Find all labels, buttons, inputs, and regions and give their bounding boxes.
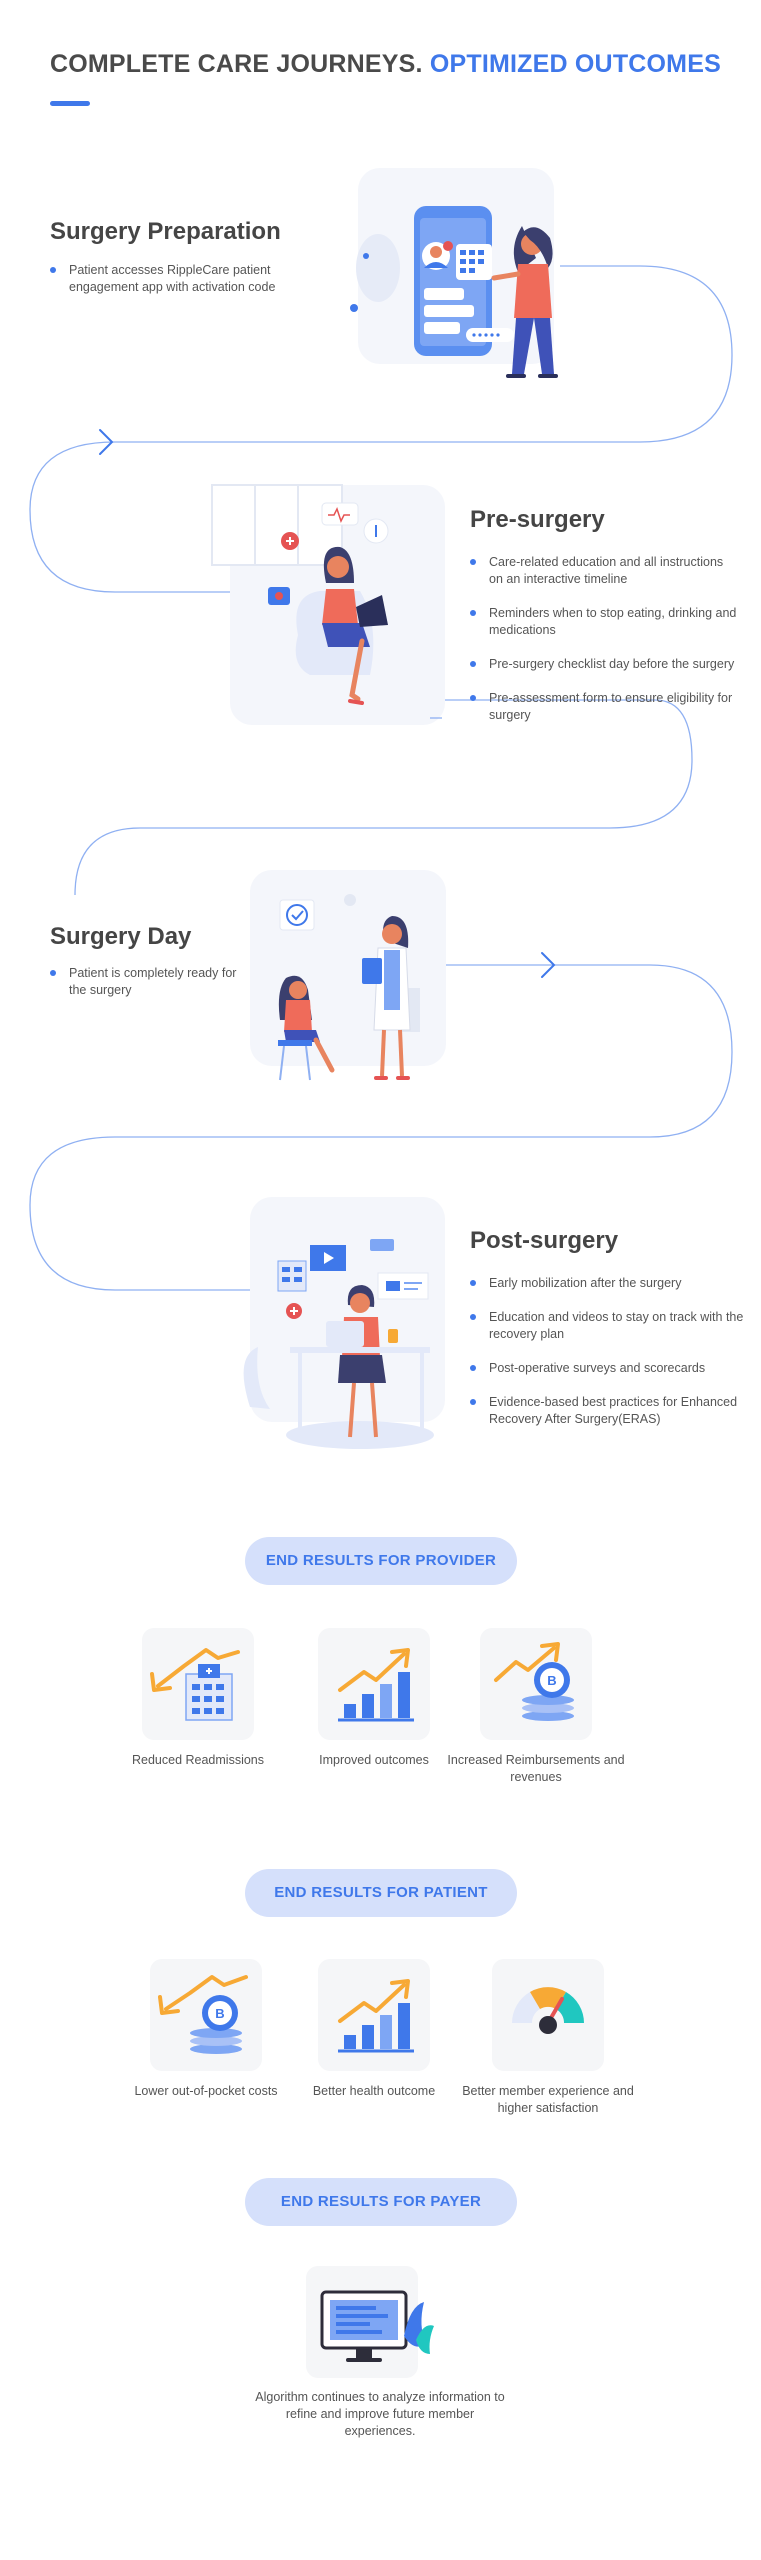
post-surgery-heading: Post-surgery [470, 1227, 619, 1254]
title-part-1: COMPLETE CARE JOURNEYS. [50, 50, 423, 78]
surgery-preparation-bullets: Patient accesses RippleCare patient enga… [50, 262, 280, 313]
bullet-item: Pre-assessment form to ensure eligibilit… [470, 690, 740, 724]
bullet-item: Patient is completely ready for the surg… [50, 965, 250, 999]
satisfaction-gauge-icon [492, 1959, 604, 2071]
lower-costs-label: Lower out-of-pocket costs [134, 2084, 278, 2098]
monitor-analytics-icon [306, 2266, 434, 2378]
bullet-item: Evidence-based best practices for Enhanc… [470, 1394, 745, 1428]
bullet-item: Care-related education and all instructi… [470, 554, 740, 588]
surgery-preparation-heading: Surgery Preparation [50, 218, 281, 245]
bullet-item: Education and videos to stay on track wi… [470, 1309, 745, 1343]
bullet-item: Early mobilization after the surgery [470, 1275, 745, 1292]
better-experience-label: Better member experience and higher sati… [462, 2084, 634, 2115]
page-title: COMPLETE CARE JOURNEYS. OPTIMIZED OUTCOM… [50, 50, 721, 79]
bar-chart-up-icon [318, 1628, 430, 1740]
bullet-item: Patient accesses RippleCare patient enga… [50, 262, 280, 296]
better-health-outcome-label: Better health outcome [312, 2084, 436, 2098]
bullet-item: Post-operative surveys and scorecards [470, 1360, 745, 1377]
title-underline [50, 101, 90, 106]
increased-reimbursements-label: Increased Reimbursements and revenues [447, 1753, 625, 1784]
journey-connector-line [29, 265, 733, 1291]
svg-text:B: B [547, 1673, 556, 1688]
surgery-day-bullets: Patient is completely ready for the surg… [50, 965, 250, 1016]
bullet-item: Pre-surgery checklist day before the sur… [470, 656, 740, 673]
pre-surgery-bullets: Care-related education and all instructi… [470, 554, 740, 741]
post-surgery-illustration [243, 1197, 445, 1449]
post-surgery-bullets: Early mobilization after the surgery Edu… [470, 1275, 745, 1445]
pre-surgery-heading: Pre-surgery [470, 506, 605, 533]
algorithm-description: Algorithm continues to analyze informati… [255, 2390, 505, 2438]
patient-results-heading: END RESULTS FOR PATIENT [245, 1869, 517, 1917]
improved-outcomes-label: Improved outcomes [319, 1753, 429, 1767]
surgery-day-illustration [250, 870, 446, 1081]
provider-results-heading: END RESULTS FOR PROVIDER [245, 1537, 517, 1585]
pre-surgery-illustration [211, 484, 445, 725]
hospital-trend-down-icon [142, 1628, 254, 1740]
svg-text:B: B [215, 2006, 224, 2021]
bar-chart-up-icon [318, 1959, 430, 2071]
title-part-2: OPTIMIZED OUTCOMES [429, 50, 721, 78]
surgery-day-heading: Surgery Day [50, 923, 192, 950]
reduced-readmissions-label: Reduced Readmissions [131, 1753, 264, 1767]
payer-results-heading: END RESULTS FOR PAYER [245, 2178, 517, 2226]
coins-trend-down-icon: B [150, 1959, 262, 2071]
coins-trend-up-icon: B [480, 1628, 592, 1740]
bullet-item: Reminders when to stop eating, drinking … [470, 605, 740, 639]
surgery-preparation-illustration [350, 168, 558, 378]
